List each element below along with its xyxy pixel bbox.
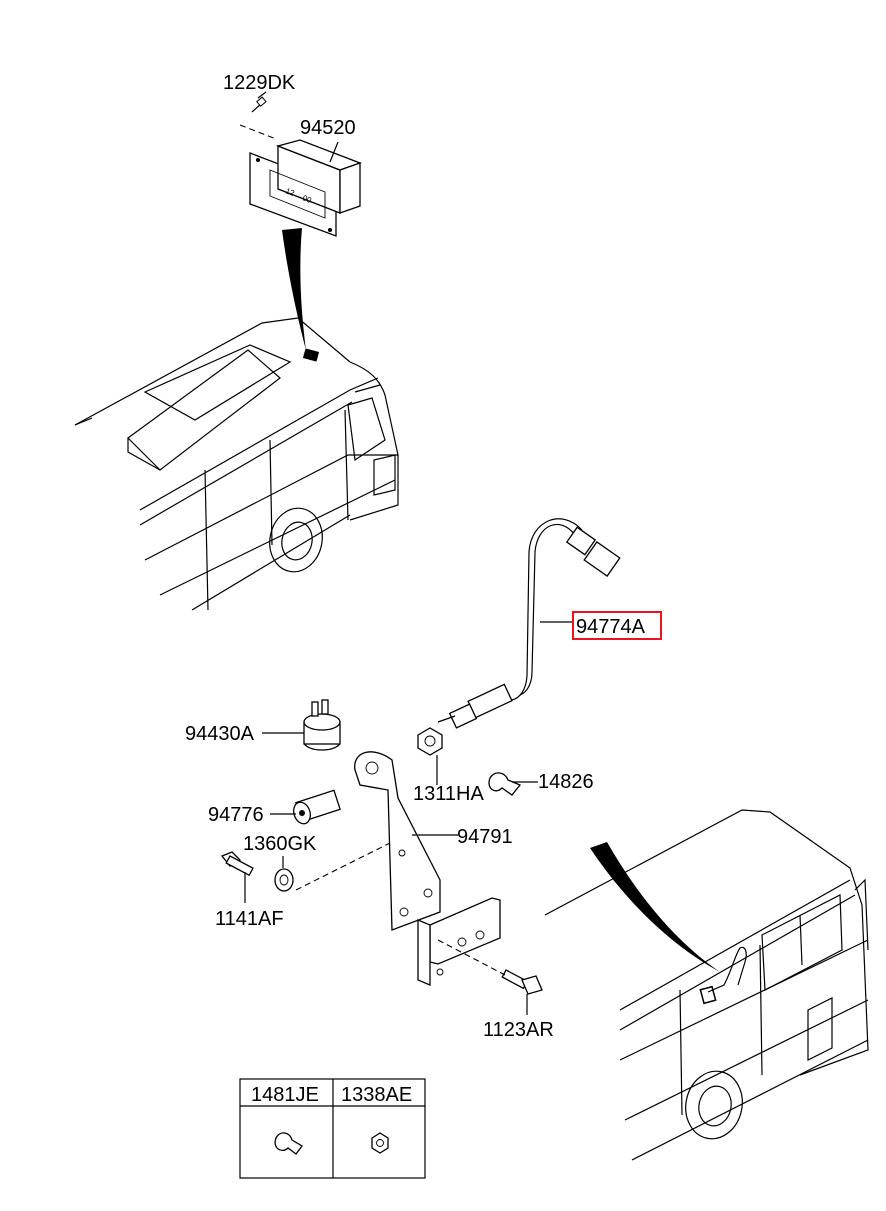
legend-col2-header: 1338AE: [341, 1084, 412, 1106]
display-digits: 12: [284, 186, 296, 198]
bolt-1141AF[interactable]: [220, 851, 254, 877]
label-94776: 94776: [208, 804, 264, 826]
legend-table: 1481JE 1338AE: [239, 1078, 426, 1179]
clip-icon-1481JE: [274, 1132, 303, 1155]
label-94430A: 94430A: [185, 723, 255, 745]
label-1141AF: 1141AF: [215, 908, 284, 930]
label-94774A: 94774A: [576, 616, 646, 638]
screw-1229DK[interactable]: [251, 96, 267, 113]
bracket-94791[interactable]: [354, 751, 501, 986]
van-illustration-top: [74, 317, 399, 611]
label-1311HA: 1311HA: [413, 783, 484, 805]
pointer-arrow-bottom: [590, 842, 720, 972]
connector-94776[interactable]: [291, 789, 341, 826]
pointer-arrow-top: [282, 228, 306, 350]
clip-14826[interactable]: [488, 772, 522, 796]
sensor-94430A[interactable]: [303, 699, 341, 751]
label-94520: 94520: [300, 117, 356, 139]
harness-94774A[interactable]: [437, 518, 621, 729]
label-1360GK: 1360GK: [243, 833, 317, 855]
label-94791: 94791: [457, 826, 513, 848]
highlight-box-94774A: [572, 611, 662, 640]
display-digits-2: 00: [301, 193, 313, 205]
bolt-1123AR[interactable]: [501, 969, 543, 995]
legend-col1-header: 1481JE: [251, 1084, 319, 1106]
washer-1360GK[interactable]: [274, 868, 294, 892]
display-unit-94520[interactable]: 12 00: [249, 139, 362, 237]
van-illustration-bottom: [544, 809, 869, 1161]
nut-1311HA[interactable]: [417, 727, 443, 756]
label-1229DK: 1229DK: [223, 72, 296, 94]
label-14826: 14826: [538, 771, 594, 793]
label-1123AR: 1123AR: [483, 1019, 554, 1041]
nut-icon-1338AE: [371, 1132, 389, 1154]
